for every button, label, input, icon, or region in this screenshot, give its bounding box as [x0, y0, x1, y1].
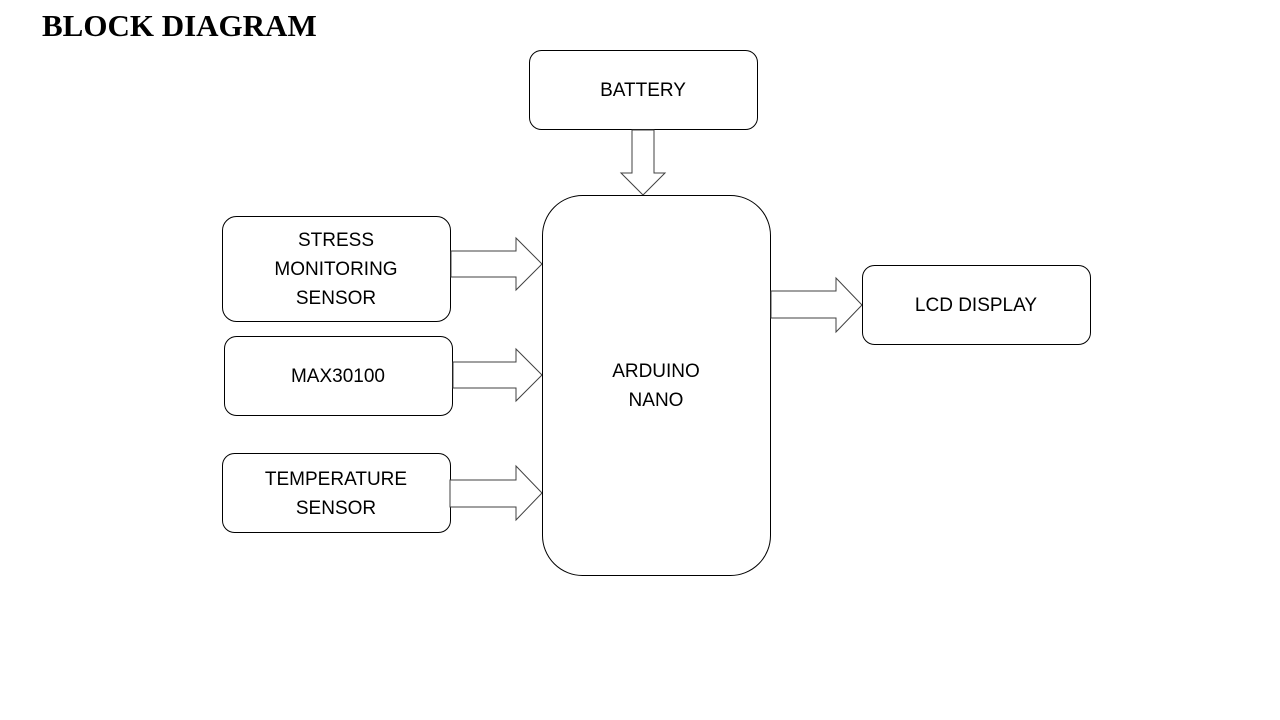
arduino-to-lcd-arrow: [770, 276, 863, 334]
stress-label-line-3: SENSOR: [296, 288, 376, 309]
temperature-to-arduino-arrow: [449, 464, 543, 522]
battery-label: BATTERY: [600, 80, 686, 101]
stress-to-arduino-arrow: [450, 236, 543, 292]
max30100-to-arduino-arrow: [452, 347, 543, 403]
arduino-label-line-1: ARDUINO: [612, 361, 700, 382]
battery-to-arduino-arrow: [619, 129, 667, 196]
temperature-label-line-2: SENSOR: [296, 498, 376, 519]
battery-block: BATTERY: [529, 50, 758, 130]
arduino-nano-block: ARDUINO NANO: [542, 195, 771, 576]
diagram-title: BLOCK DIAGRAM: [42, 8, 317, 43]
lcd-display-label: LCD DISPLAY: [915, 295, 1037, 316]
stress-label-line-2: MONITORING: [274, 259, 397, 280]
arduino-label-line-2: NANO: [629, 390, 684, 411]
temperature-sensor-block: TEMPERATURE SENSOR: [222, 453, 451, 533]
temperature-label-line-1: TEMPERATURE: [265, 469, 407, 490]
stress-label-line-1: STRESS: [298, 230, 374, 251]
lcd-display-block: LCD DISPLAY: [862, 265, 1091, 345]
max30100-label: MAX30100: [291, 366, 385, 387]
stress-sensor-block: STRESS MONITORING SENSOR: [222, 216, 451, 322]
max30100-block: MAX30100: [224, 336, 453, 416]
